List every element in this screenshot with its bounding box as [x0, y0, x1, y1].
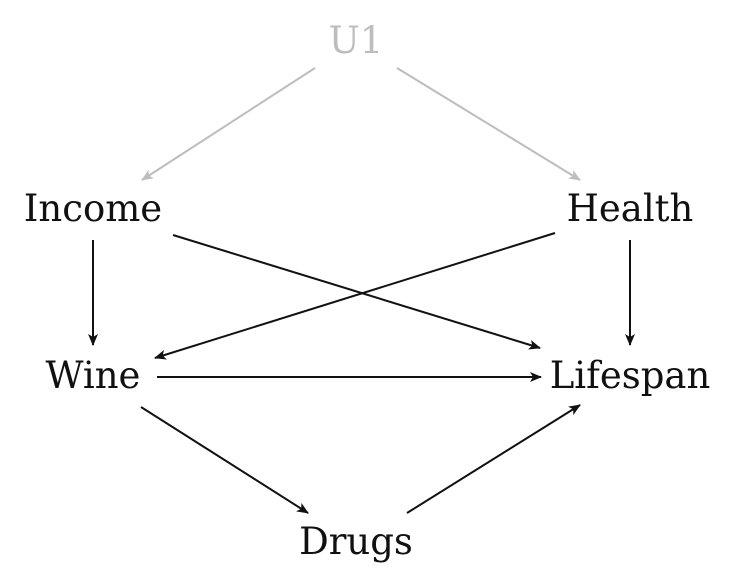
node-drugs: Drugs	[299, 520, 413, 563]
edge-u1-income	[141, 67, 316, 181]
node-health: Health	[567, 187, 694, 230]
edge-wine-drugs	[140, 406, 309, 514]
edge-income-lifespan	[172, 234, 541, 350]
edges	[88, 67, 635, 514]
node-u1: U1	[329, 19, 384, 62]
node-wine: Wine	[46, 354, 141, 397]
nodes: U1 Income Health Wine Lifespan Drugs	[24, 19, 711, 563]
edge-health-wine	[154, 232, 556, 360]
edge-drugs-lifespan	[406, 404, 581, 514]
node-income: Income	[24, 187, 162, 230]
node-lifespan: Lifespan	[550, 354, 711, 397]
edge-u1-health	[396, 67, 581, 181]
